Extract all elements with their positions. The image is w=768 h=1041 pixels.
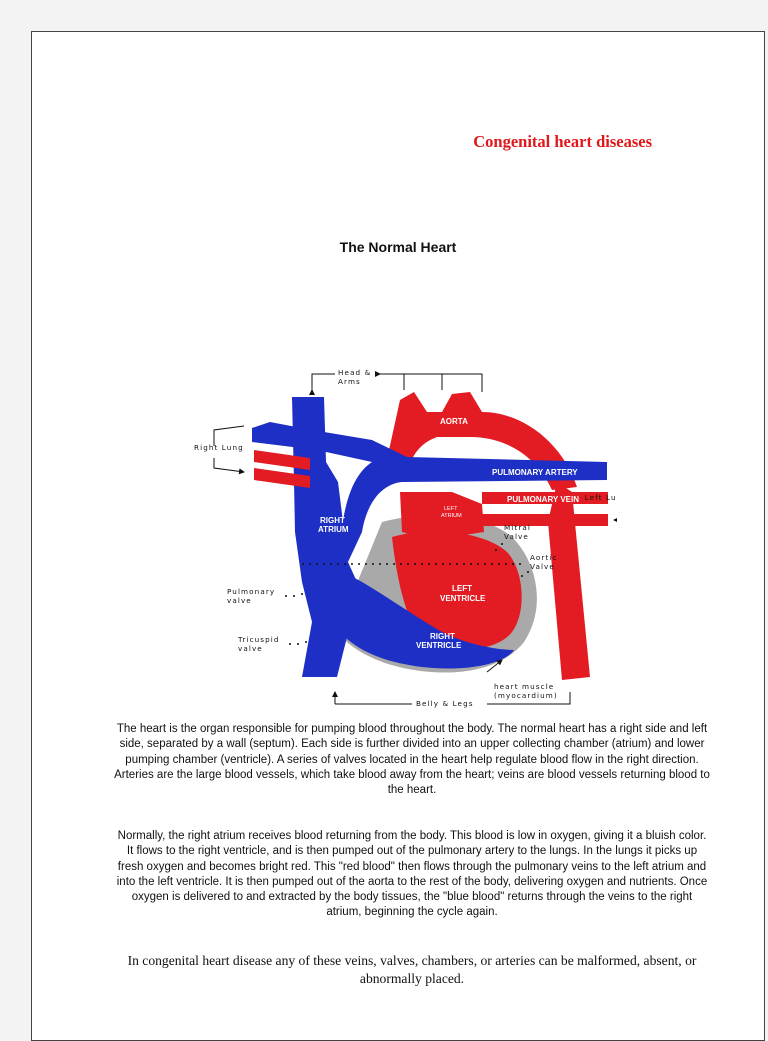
pulmonary-artery-vessel <box>252 422 607 562</box>
label-pulmonary-vein: PULMONARY VEIN <box>507 495 579 504</box>
label-right-ventricle-2: VENTRICLE <box>416 641 462 650</box>
label-aorta: AORTA <box>440 417 468 426</box>
label-aortic-valve-2: Valve <box>530 562 555 571</box>
label-left-lung: Left Lung <box>585 493 617 502</box>
label-right-lung: Right Lung <box>194 443 244 452</box>
paragraph-congenital: In congenital heart disease any of these… <box>127 953 697 986</box>
left-ventricle-chamber <box>392 531 522 650</box>
descending-aorta <box>548 482 590 680</box>
paragraph-intro: The heart is the organ responsible for p… <box>114 723 710 797</box>
label-left-ventricle-2: VENTRICLE <box>440 594 486 603</box>
label-right-ventricle-1: RIGHT <box>430 632 455 641</box>
label-right-atrium-1: RIGHT <box>320 516 345 525</box>
label-mitral-valve-2: Valve <box>504 532 529 541</box>
label-pulmonary-artery: PULMONARY ARTERY <box>492 468 578 477</box>
label-left-ventricle-1: LEFT <box>452 584 472 593</box>
label-pulmonary-valve-2: valve <box>227 596 252 605</box>
label-left-atrium-2: ATRIUM <box>441 513 462 519</box>
label-pulmonary-valve-1: Pulmonary <box>227 587 275 596</box>
section-heading: The Normal Heart <box>339 239 457 255</box>
heart-diagram: AORTA PULMONARY ARTERY PULMONARY VEIN LE… <box>152 332 617 717</box>
paragraph-circulation: Normally, the right atrium receives bloo… <box>116 830 708 919</box>
label-heart-muscle-2: (myocardium) <box>494 691 558 700</box>
right-ventricle-chamber <box>342 572 514 669</box>
aorta-arch <box>382 392 577 490</box>
label-heart-muscle-1: heart muscle <box>494 682 554 691</box>
label-left-atrium-1: LEFT <box>444 506 458 512</box>
flow-arrows <box>213 371 617 705</box>
label-head-arms-2: Arms <box>338 377 361 386</box>
label-mitral-valve-1: Mitral <box>504 523 531 532</box>
label-head-arms-1: Head & <box>338 368 371 377</box>
document-page: Congenital heart diseases The Normal Hea… <box>31 31 765 1041</box>
left-atrium-chamber <box>400 492 484 540</box>
label-belly-legs: Belly & Legs <box>416 699 474 708</box>
pulmonary-veins-left <box>482 492 608 526</box>
label-tricuspid-valve-2: valve <box>238 644 263 653</box>
pulmonary-veins-right <box>254 450 310 488</box>
document-title: Congenital heart diseases <box>473 132 652 151</box>
leader-dots <box>285 543 529 645</box>
heart-diagram-svg: AORTA PULMONARY ARTERY PULMONARY VEIN LE… <box>194 368 617 708</box>
label-tricuspid-valve-1: Tricuspid <box>237 635 280 644</box>
label-right-atrium-2: ATRIUM <box>318 525 349 534</box>
label-aortic-valve-1: Aortic <box>530 553 558 562</box>
